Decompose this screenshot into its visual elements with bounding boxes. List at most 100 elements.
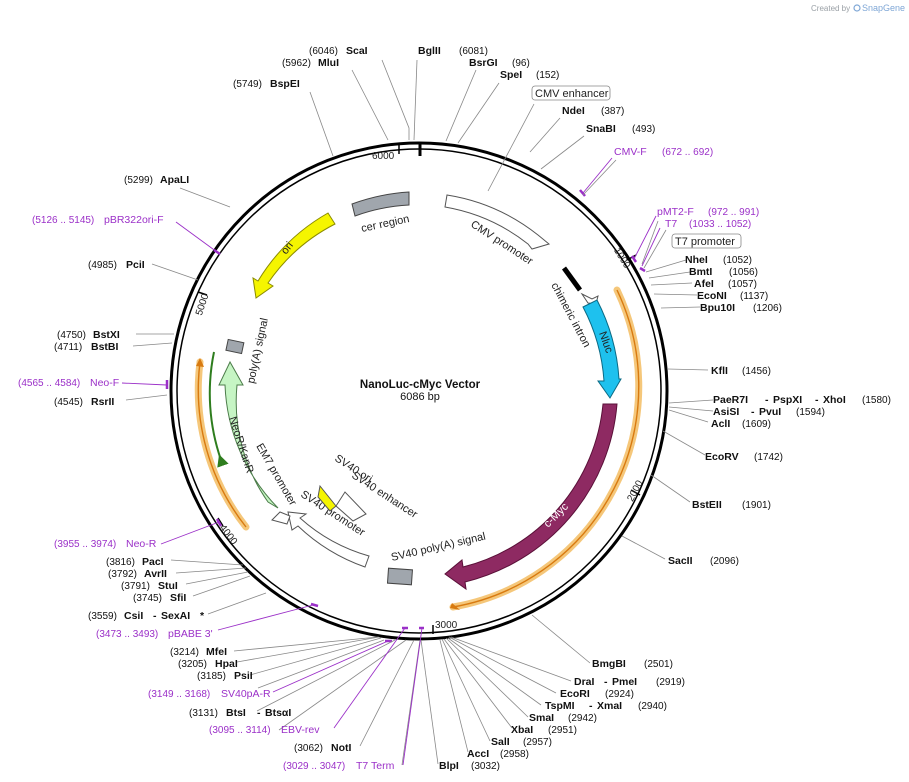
site-kfli-pos: (1456) [742, 366, 771, 377]
feature-em7-promoter[interactable] [271, 511, 291, 525]
site-xbai[interactable]: XbaI [511, 724, 533, 736]
site-bsteii[interactable]: BstEII [692, 499, 722, 511]
site-spei[interactable]: SpeI [500, 69, 522, 81]
site-xhoi[interactable]: XhoI [823, 394, 846, 406]
primer-t7-range: (1033 .. 1052) [689, 219, 751, 230]
site-paer7i[interactable]: PaeR7I [713, 394, 748, 406]
feature-sv40-enhancer[interactable] [335, 491, 367, 522]
site-smai[interactable]: SmaI [529, 712, 554, 724]
feature-nluc[interactable] [582, 299, 622, 399]
site-bsrgi[interactable]: BsrGI [469, 57, 498, 69]
site-hpai[interactable]: HpaI [215, 658, 238, 670]
site-econi-pos: (1137) [740, 291, 768, 302]
site-acli[interactable]: AclI [711, 418, 730, 430]
site-sfii[interactable]: SfiI [170, 592, 186, 604]
site-csii[interactable]: CsiI [124, 610, 143, 622]
primer-neor[interactable]: Neo-R [126, 538, 157, 550]
site-ecori-pos: (2924) [605, 689, 634, 700]
primer-t7[interactable]: T7 [665, 218, 677, 230]
feature-cmv-promoter[interactable] [444, 194, 551, 250]
site-sacii[interactable]: SacII [668, 555, 693, 567]
site-bstxi[interactable]: BstXI [93, 329, 120, 341]
site-avrii[interactable]: AvrII [144, 568, 167, 580]
feature-sv40-ori[interactable] [317, 484, 337, 512]
site-kfli[interactable]: KflI [711, 365, 728, 377]
site-btsi-pos: (3131) [189, 708, 218, 719]
site-btsi[interactable]: BtsI [226, 707, 246, 719]
primer-sv40pa[interactable]: SV40pA-R [221, 688, 271, 700]
site-mfei[interactable]: MfeI [206, 646, 227, 658]
site-nhei[interactable]: NheI [685, 254, 708, 266]
site-acci-pos: (2958) [500, 749, 529, 760]
site-bsteii-pos: (1901) [742, 500, 771, 511]
feature-sv40-promoter[interactable] [287, 511, 370, 568]
primer-pmt2f[interactable]: pMT2-F [657, 206, 694, 218]
tick-6000: 6000 [372, 151, 395, 162]
site-asisi[interactable]: AsiSI [713, 406, 739, 418]
primer-pbabe[interactable]: pBABE 3' [168, 628, 213, 640]
site-sexai[interactable]: SexAI [161, 610, 190, 622]
neo-green-arc [208, 351, 229, 468]
feature-chimeric-intron-bar[interactable] [561, 266, 583, 292]
primer-mark-t7 [639, 266, 646, 273]
feature-sv40-polya[interactable] [386, 567, 413, 586]
site-acli-pos: (1609) [742, 419, 771, 430]
site-blpi-pos: (3032) [471, 761, 500, 772]
site-afei[interactable]: AfeI [694, 278, 714, 290]
site-snabi[interactable]: SnaBI [586, 123, 616, 135]
site-apali-pos: (5299) [124, 175, 153, 186]
site-rsrii[interactable]: RsrII [91, 396, 114, 408]
site-xmai[interactable]: XmaI [597, 700, 622, 712]
feature-cmyc[interactable] [444, 403, 618, 591]
sep-drai: - [604, 676, 608, 688]
site-pcii-pos: (4985) [88, 260, 117, 271]
site-ndei[interactable]: NdeI [562, 105, 585, 117]
site-acci[interactable]: AccI [467, 748, 489, 760]
site-sali[interactable]: SalI [491, 736, 510, 748]
sexai-star: * [200, 610, 205, 622]
feature-cer-region[interactable] [351, 191, 410, 217]
primer-t7term[interactable]: T7 Term [356, 760, 395, 772]
primer-cmvf[interactable]: CMV-F [614, 146, 647, 158]
primer-ebv-range: (3095 .. 3114) [209, 725, 271, 736]
credit-brand: SnapGene [862, 3, 905, 13]
feature-ori[interactable] [252, 212, 336, 299]
site-bstbi-pos: (4711) [54, 342, 82, 353]
site-econi[interactable]: EcoNI [697, 290, 727, 302]
site-paci[interactable]: PacI [142, 556, 164, 568]
site-smai-pos: (2942) [568, 713, 597, 724]
label-cer-region: cer region [360, 213, 410, 235]
site-ecorv[interactable]: EcoRV [705, 451, 739, 463]
site-pmei[interactable]: PmeI [612, 676, 637, 688]
feature-neor[interactable] [218, 360, 279, 509]
feature-polya[interactable] [225, 338, 245, 355]
site-noti[interactable]: NotI [331, 742, 351, 754]
site-bglii[interactable]: BglII [418, 45, 441, 57]
site-psii-pos: (3185) [197, 671, 226, 682]
site-mlui[interactable]: MluI [318, 57, 339, 69]
site-drai[interactable]: DraI [574, 676, 595, 688]
primer-pbr322[interactable]: pBR322ori-F [104, 214, 164, 226]
primer-ebv[interactable]: EBV-rev [281, 724, 320, 736]
site-bmgbi[interactable]: BmgBI [592, 658, 626, 670]
site-scai[interactable]: ScaI [346, 45, 368, 57]
site-tspmi[interactable]: TspMI [545, 700, 575, 712]
site-bmti[interactable]: BmtI [689, 266, 712, 278]
site-bpu10i[interactable]: Bpu10I [700, 302, 735, 314]
site-noti-pos: (3062) [294, 743, 323, 754]
site-pvui[interactable]: PvuI [759, 406, 781, 418]
primer-mark-cmvf [579, 189, 586, 197]
site-pspxi[interactable]: PspXI [773, 394, 802, 406]
site-bstbi[interactable]: BstBI [91, 341, 119, 353]
site-stui[interactable]: StuI [158, 580, 178, 592]
site-pcii[interactable]: PciI [126, 259, 145, 271]
site-psii[interactable]: PsiI [234, 670, 253, 682]
leader-lines [125, 59, 714, 766]
site-btsai[interactable]: BtsαI [265, 707, 291, 719]
site-bspei[interactable]: BspEI [270, 78, 300, 90]
site-blpi[interactable]: BlpI [439, 760, 459, 772]
label-em7-promoter: EM7 promoter [253, 442, 298, 509]
site-apali[interactable]: ApaLI [160, 174, 189, 186]
site-ecori[interactable]: EcoRI [560, 688, 590, 700]
primer-neof[interactable]: Neo-F [90, 377, 119, 389]
